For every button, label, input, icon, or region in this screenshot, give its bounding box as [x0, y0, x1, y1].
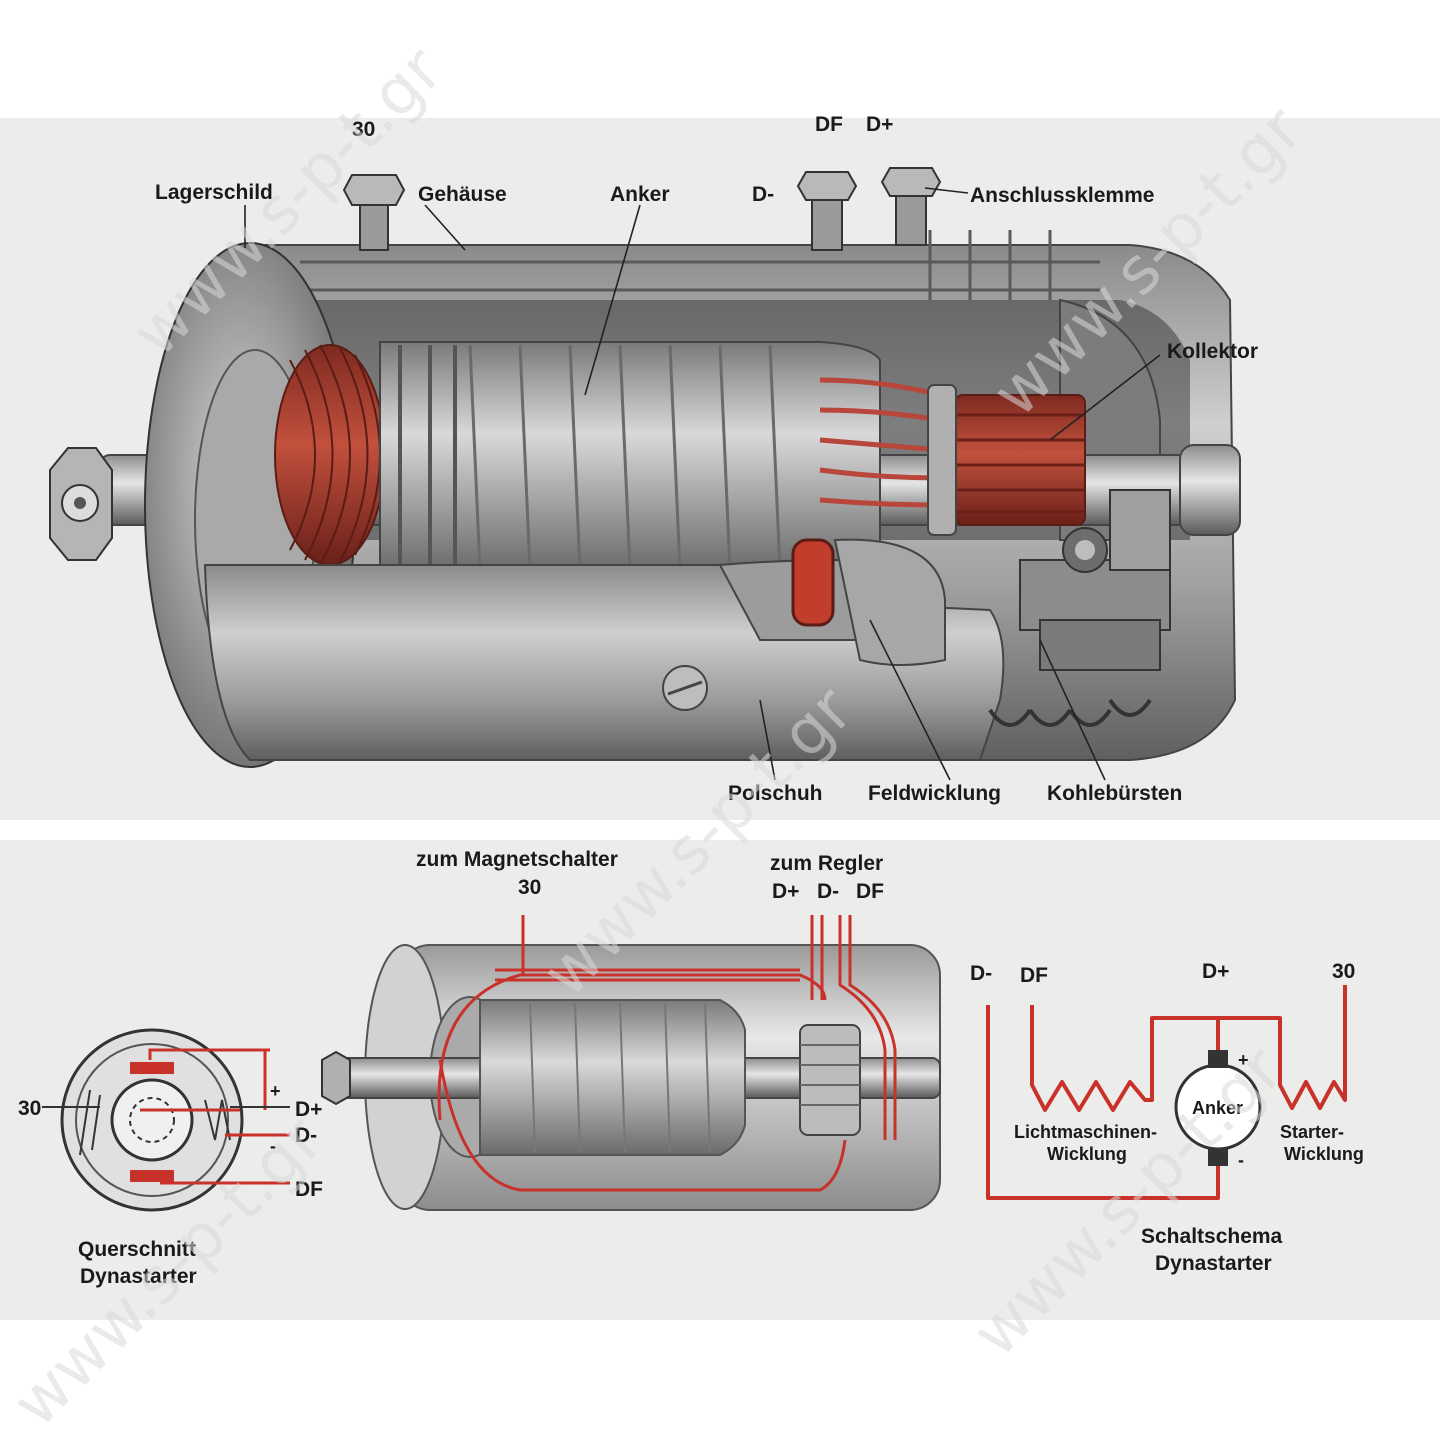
- label-schem-dminus: D-: [970, 962, 992, 985]
- label-schem-plus: +: [1238, 1050, 1249, 1070]
- label-cross-plus: +: [270, 1081, 281, 1101]
- schematic-title-line2: Dynastarter: [1155, 1252, 1272, 1275]
- label-terminal-dminus-top: D-: [752, 183, 774, 206]
- label-feldwicklung: Feldwicklung: [868, 782, 1001, 805]
- label-terminal-30-top: 30: [352, 118, 375, 141]
- cross-section-title-line1: Querschnitt: [78, 1238, 196, 1261]
- housing-ribs: [300, 230, 1100, 300]
- cross-section-drawing: [42, 1028, 290, 1212]
- label-cross-df: DF: [295, 1178, 323, 1201]
- terminal-dminus: [796, 171, 858, 251]
- leader-lines: [244, 187, 1161, 781]
- cross-section-title-line2: Dynastarter: [80, 1265, 197, 1288]
- shaft-right-stub: [1179, 444, 1241, 536]
- label-schem-df: DF: [1020, 964, 1048, 987]
- label-licht-line2: Wicklung: [1047, 1144, 1127, 1164]
- label-terminal-df-top: DF: [815, 113, 843, 136]
- label-gehaeuse: Gehäuse: [418, 183, 507, 206]
- label-lagerschild: Lagerschild: [155, 181, 273, 204]
- terminal-30: [342, 174, 406, 251]
- armature-slots: [468, 344, 782, 571]
- cooling-fins: [988, 698, 1152, 727]
- armature-brush-bottom: [1208, 1148, 1228, 1166]
- schematic-title-line1: Schaltschema: [1141, 1225, 1283, 1248]
- brush-holder: [1019, 489, 1171, 671]
- label-zum-magnetschalter: zum Magnetschalter: [416, 848, 618, 871]
- label-licht-line1: Lichtmaschinen-: [1014, 1122, 1157, 1142]
- label-starter-line1: Starter-: [1280, 1122, 1344, 1142]
- label-middle-30: 30: [518, 876, 541, 899]
- shaft-nut: [49, 447, 113, 561]
- terminal-dplus: [880, 167, 942, 246]
- middle-machine-illustration: [321, 915, 941, 1211]
- label-schem-30: 30: [1332, 960, 1355, 983]
- cutaway-illustration: [49, 167, 1241, 768]
- label-anschlussklemme: Anschlussklemme: [970, 184, 1154, 207]
- label-zum-regler: zum Regler: [770, 852, 883, 875]
- commutator-segments: [955, 413, 1085, 514]
- label-cross-30: 30: [18, 1097, 41, 1120]
- label-schem-dplus: D+: [1202, 960, 1229, 983]
- commutator-collar: [927, 384, 957, 536]
- field-coil-shield: [833, 538, 946, 666]
- label-cross-dminus: D-: [295, 1124, 317, 1147]
- label-middle-dplus: D+: [772, 880, 799, 903]
- label-schem-minus: -: [1238, 1150, 1244, 1170]
- field-winding: [791, 538, 835, 627]
- armature-brush-top: [1208, 1050, 1228, 1068]
- middle-wiring: [437, 915, 897, 1192]
- armature-bands: [398, 345, 457, 570]
- label-cross-minus: -: [270, 1136, 276, 1156]
- label-kollektor: Kollektor: [1167, 340, 1258, 363]
- label-middle-dminus: D-: [817, 880, 839, 903]
- label-cross-dplus: D+: [295, 1098, 322, 1121]
- label-polschuh: Polschuh: [728, 782, 823, 805]
- label-anker: Anker: [610, 183, 670, 206]
- label-kohlebuersten: Kohlebürsten: [1047, 782, 1182, 805]
- schematic-wiring: [986, 985, 1347, 1200]
- label-terminal-dplus-top: D+: [866, 113, 893, 136]
- label-middle-df: DF: [856, 880, 884, 903]
- label-schem-anker: Anker: [1192, 1098, 1243, 1118]
- label-starter-line2: Wicklung: [1284, 1144, 1364, 1164]
